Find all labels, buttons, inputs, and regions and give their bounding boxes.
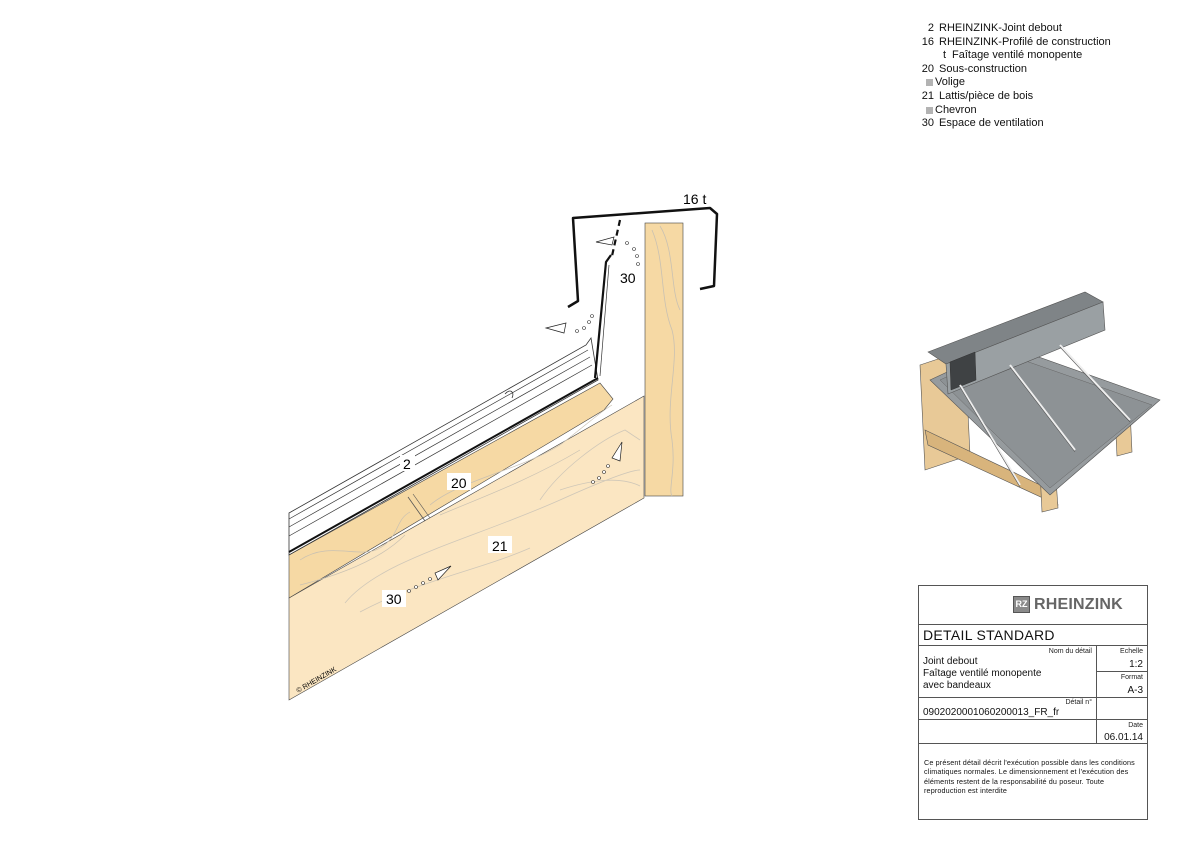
format-cell: Format A-3	[1097, 672, 1147, 698]
legend-text: Sous-construction	[939, 62, 1028, 75]
scale-value: 1:2	[1129, 659, 1143, 670]
legend-item: Chevron	[916, 104, 1146, 118]
legend: 2 RHEINZINK-Joint debout 16 RHEINZINK-Profi…	[916, 22, 1146, 131]
decking-joint	[407, 496, 426, 522]
vent-arrow-mid	[544, 322, 567, 334]
legend-text: Volige	[935, 76, 965, 89]
empty-cell	[1097, 698, 1147, 720]
detail-name-line: Joint debout	[923, 656, 978, 667]
legend-item: 21 Lattis/pièce de bois	[916, 90, 1146, 104]
title-block: RZ RHEINZINK DETAIL STANDARD Nom du déta…	[918, 585, 1148, 820]
ridge-profile-dash	[610, 219, 622, 257]
label-vent-bottom: 30	[386, 591, 402, 607]
scale-caption: Echelle	[1120, 648, 1143, 655]
scale-cell: Echelle 1:2	[1097, 646, 1147, 672]
label-decking: 20	[451, 475, 467, 491]
legend-number: 30	[921, 117, 934, 130]
vent-arrow-decking	[611, 441, 623, 462]
vent-arrow-rafter	[434, 565, 452, 581]
sheet-upstand	[593, 254, 612, 379]
format-value: A-3	[1127, 685, 1143, 696]
legend-number: 2	[927, 22, 934, 34]
legend-text: Lattis/pièce de bois	[939, 89, 1034, 102]
sheet-upstand-inner	[599, 264, 610, 377]
detail-name-line: avec bandeaux	[923, 680, 991, 691]
doc-type: DETAIL STANDARD	[919, 624, 1147, 646]
vent-arrow-top	[595, 236, 615, 246]
format-caption: Format	[1120, 674, 1143, 681]
date-caption: Date	[1128, 722, 1143, 729]
label-ridge-profile: 16 t	[683, 191, 706, 207]
isometric-view	[919, 291, 1161, 513]
legend-text: Espace de ventilation	[939, 117, 1044, 130]
date-left-cell	[919, 720, 1097, 744]
rafter-chevron	[288, 395, 645, 701]
legend-item: 16 RHEINZINK-Profilé de construction	[916, 36, 1146, 50]
date-value: 06.01.14	[1104, 732, 1143, 743]
detail-number-cell: Détail n° 0902020001060200013_FR_fr	[919, 698, 1097, 720]
sheet-bottom	[288, 377, 599, 553]
legend-item: t Faîtage ventilé monopente	[916, 49, 1146, 63]
legend-swatch-icon	[926, 79, 933, 87]
legend-number: 20	[921, 62, 934, 75]
logo-icon: RZ	[1013, 596, 1030, 613]
label-rafter: 21	[492, 538, 508, 554]
legend-item: 20 Sous-construction	[916, 63, 1146, 77]
detail-number: 0902020001060200013_FR_fr	[923, 707, 1060, 718]
disclaimer-note: Ce présent détail décrit l'exécution pos…	[924, 758, 1135, 796]
logo-area: RZ RHEINZINK	[919, 586, 1147, 625]
name-caption: Nom du détail	[1048, 648, 1092, 655]
standing-seam-sheet	[288, 336, 599, 556]
vent-dots	[407, 241, 640, 593]
legend-text: Faîtage ventilé monopente	[952, 49, 1083, 62]
detail-name-cell: Nom du détail Joint debout Faîtage venti…	[919, 646, 1097, 698]
label-vent-top: 30	[620, 270, 636, 286]
sheet-line-1	[288, 349, 589, 520]
sheet-line-2	[288, 356, 591, 528]
decking-joint-2	[412, 493, 431, 519]
legend-text: RHEINZINK-Joint debout	[939, 22, 1062, 34]
legend-number: 16	[921, 35, 934, 48]
legend-swatch-icon	[926, 106, 933, 114]
legend-item: 2 RHEINZINK-Joint debout	[916, 22, 1146, 36]
brand-name: RHEINZINK	[1034, 596, 1123, 613]
decking-volige	[288, 382, 614, 599]
legend-text: RHEINZINK-Profilé de construction	[939, 35, 1111, 48]
detail-name-line: Faîtage ventilé monopente	[923, 668, 1042, 679]
ridge-profile	[567, 206, 719, 309]
legend-item: Volige	[916, 76, 1146, 90]
date-cell: Date 06.01.14	[1097, 720, 1147, 744]
legend-item: 30 Espace de ventilation	[916, 117, 1146, 131]
seam-clip	[504, 390, 514, 399]
legend-number: 21	[921, 89, 934, 102]
legend-number: t	[942, 49, 946, 62]
detail-name: Joint debout Faîtage ventilé monopente a…	[923, 656, 1041, 692]
decking-grain	[299, 404, 613, 586]
label-standing-seam: 2	[403, 456, 411, 472]
vertical-timber	[644, 222, 684, 497]
legend-text: Chevron	[935, 103, 977, 116]
timber-grain	[651, 225, 681, 497]
detail-caption: Détail n°	[1065, 699, 1092, 706]
sheet-line-3	[288, 364, 593, 537]
rafter-grain	[344, 429, 641, 613]
